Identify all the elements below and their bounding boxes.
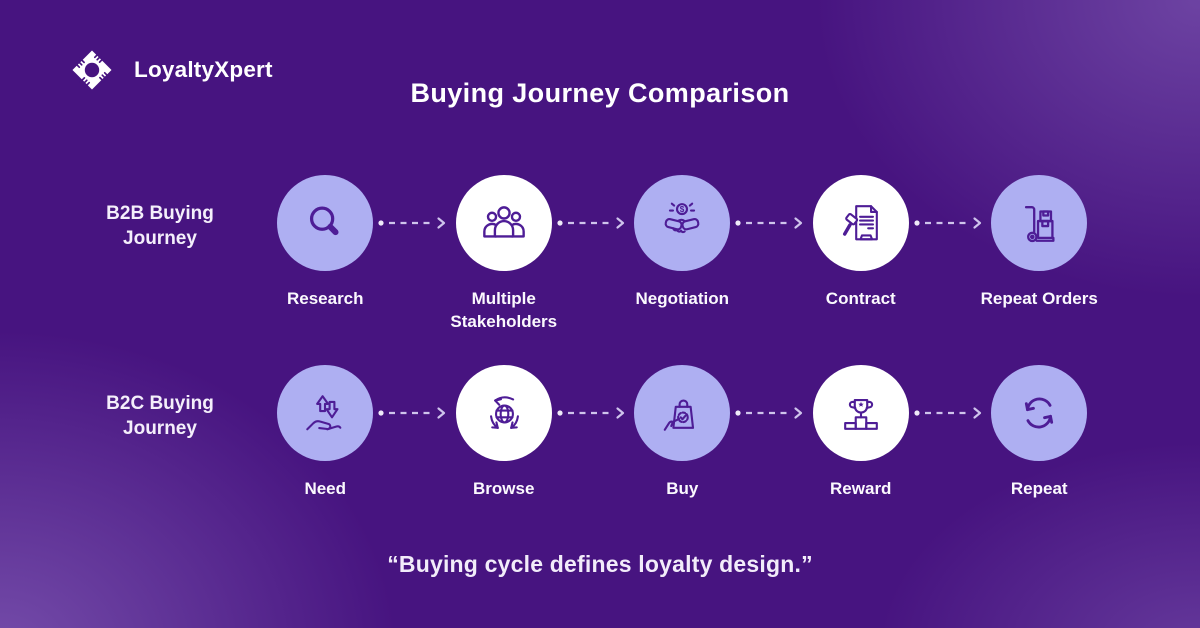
step-label: Negotiation: [635, 289, 730, 308]
contract-icon: [842, 205, 878, 241]
need-hand-arrows-icon: [306, 395, 342, 431]
dashed-arrow-connector: [909, 215, 992, 231]
b2b-steps-strip: $: [277, 175, 1087, 271]
b2c-steps-strip: [277, 365, 1087, 461]
step-circle-multiple-stakeholders: [455, 175, 552, 271]
stakeholders-icon: [482, 206, 525, 238]
hand-truck-icon: [1024, 206, 1055, 243]
dashed-arrow-connector: [552, 215, 635, 231]
step-label: Need: [304, 479, 347, 498]
dashed-arrow-connector: [373, 405, 456, 421]
search-icon: [309, 206, 339, 236]
svg-text:$: $: [680, 205, 685, 214]
dashed-arrow-connector: [552, 405, 635, 421]
step-label: Repeat Orders: [980, 289, 1098, 308]
negotiation-icon: $: [664, 202, 700, 234]
step-circle-repeat: [991, 365, 1087, 461]
dashed-arrow-connector: [730, 215, 813, 231]
dashed-arrow-connector: [909, 405, 992, 421]
dashed-arrow-connector: [373, 215, 456, 231]
row-label-b2c: B2C Buying Journey: [106, 393, 214, 440]
step-label: Multiple Stakeholders: [450, 289, 558, 331]
step-label: Browse: [473, 479, 535, 498]
footer-quote: “Buying cycle defines loyalty design.”: [387, 551, 813, 577]
refresh-arrows-icon: [1024, 397, 1054, 429]
step-circle-repeat-orders: [991, 175, 1087, 271]
loyaltyxpert-logo-icon: [72, 50, 112, 90]
step-circle-buy: [634, 365, 730, 461]
step-label: Reward: [830, 479, 892, 498]
page-title: Buying Journey Comparison: [410, 78, 790, 108]
step-circle-need: [277, 365, 373, 461]
trophy-podium-icon: [843, 399, 878, 430]
logo: LoyaltyXpert: [64, 42, 273, 98]
shopping-bag-icon: [663, 399, 695, 431]
dashed-arrow-connector: [730, 405, 813, 421]
globe-arrows-icon: [489, 396, 519, 429]
step-circle-research: [277, 175, 373, 271]
step-circle-browse: [455, 365, 552, 461]
b2c-step-labels: Need Browse Buy Reward Repeat: [236, 478, 1129, 501]
step-label: Repeat: [1010, 479, 1068, 498]
step-circle-contract: [812, 175, 909, 271]
step-label: Research: [286, 289, 364, 308]
step-label: Contract: [825, 289, 896, 308]
step-circle-reward: [812, 365, 909, 461]
logo-text: LoyaltyXpert: [134, 57, 273, 82]
b2b-step-labels: Research Multiple Stakeholders Negotiati…: [236, 288, 1129, 334]
step-circle-negotiation: $: [634, 175, 730, 271]
step-label: Buy: [666, 479, 699, 498]
row-label-b2b: B2B Buying Journey: [106, 203, 214, 250]
